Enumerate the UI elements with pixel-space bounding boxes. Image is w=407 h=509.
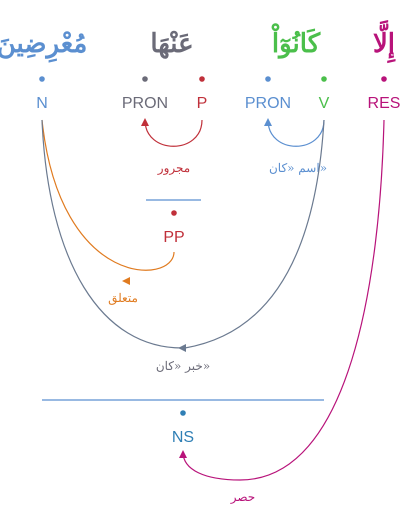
node-dot-v <box>321 76 327 82</box>
tag-pron-1: PRON <box>122 95 168 112</box>
tag-pp: PP <box>163 229 184 246</box>
node-dot-pp <box>171 210 177 216</box>
label-majrur: مجرور <box>157 161 190 175</box>
label-khabar-kana: خبر «كان» <box>156 359 210 373</box>
label-hasr: حصر <box>230 490 255 504</box>
tag-res: RES <box>368 95 401 112</box>
arc-mutaallaq <box>41 119 175 271</box>
node-dot-p <box>199 76 205 82</box>
word-anha: عَنْهَا <box>150 29 193 59</box>
label-ism-kana: اسم «كان» <box>269 161 327 175</box>
arc-ism-kana <box>264 118 325 147</box>
tag-pron-2: PRON <box>245 95 291 112</box>
node-dot-pron2 <box>265 76 271 82</box>
word-illa: إِلَّا <box>373 19 396 64</box>
tag-ns: NS <box>172 429 194 446</box>
arc-majrur <box>141 118 203 147</box>
word-muridina: مُعْرِضِينَ <box>0 29 87 63</box>
node-dot-ns <box>180 410 186 416</box>
arc-hasr <box>179 119 385 481</box>
node-dot-pron1 <box>142 76 148 82</box>
tag-p: P <box>197 95 208 112</box>
label-mutaallaq: متعلق <box>108 291 138 305</box>
tag-v: V <box>319 95 330 112</box>
tag-n: N <box>36 95 48 112</box>
node-dot-res <box>381 76 387 82</box>
node-dot-n <box>39 76 45 82</box>
word-kanu: كَانُوٓاْ <box>271 22 321 59</box>
